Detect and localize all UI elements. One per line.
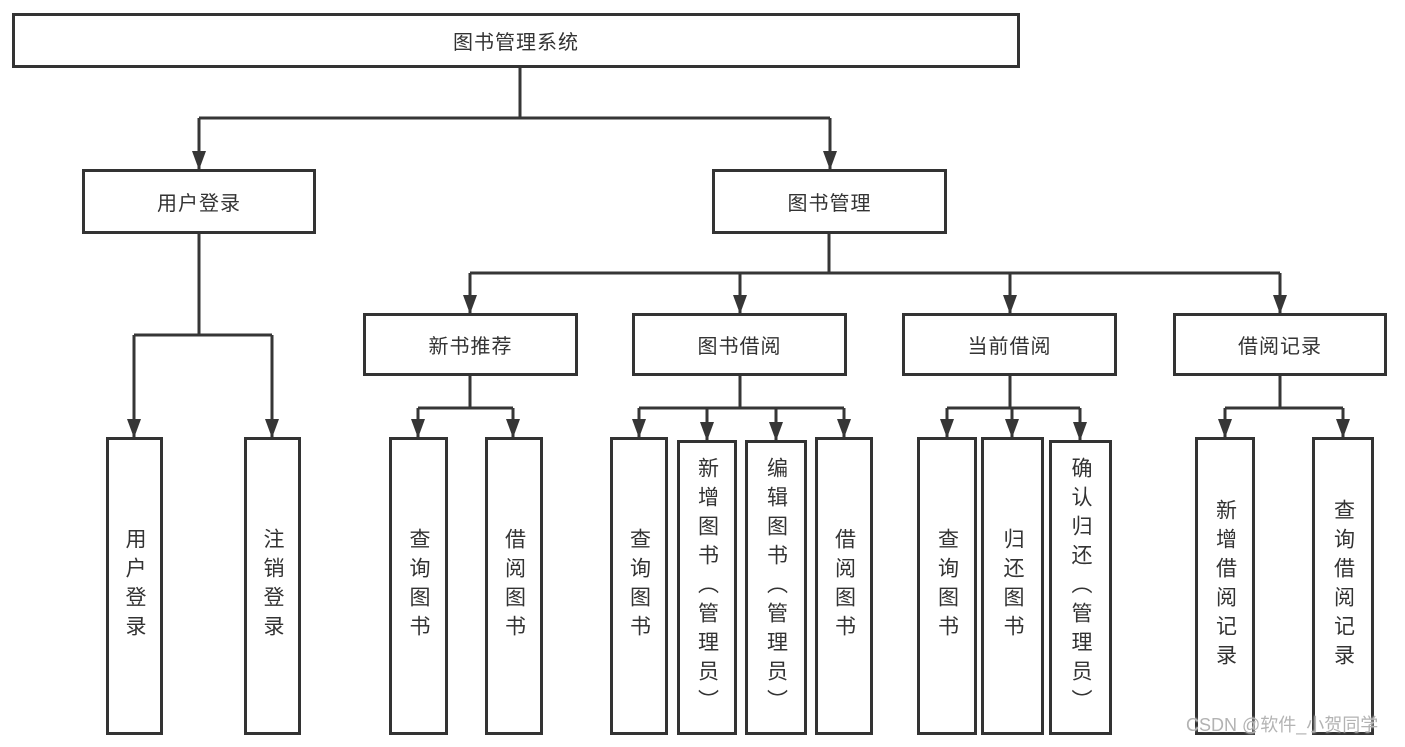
node-current-borrowing: 当前借阅 (902, 313, 1117, 376)
leaf-logout: 注销登录 (244, 437, 301, 735)
node-new-book-recommendation: 新书推荐 (363, 313, 578, 376)
node-library-management-system: 图书管理系统 (12, 13, 1020, 68)
leaf-borrow-books-recommend: 借阅图书 (485, 437, 543, 735)
leaf-query-borrow-record: 查询借阅记录 (1312, 437, 1374, 735)
node-book-borrowing: 图书借阅 (632, 313, 847, 376)
watermark-csdn: CSDN @软件_小贺同学 (1186, 715, 1379, 735)
leaf-return-books: 归还图书 (981, 437, 1044, 735)
node-user-login: 用户登录 (82, 169, 316, 234)
leaf-edit-books-admin: 编辑图书（管理员） (745, 440, 807, 735)
leaf-add-borrow-record: 新增借阅记录 (1195, 437, 1255, 735)
node-book-management: 图书管理 (712, 169, 947, 234)
leaf-query-books-current: 查询图书 (917, 437, 977, 735)
leaf-query-books-borrowing: 查询图书 (610, 437, 668, 735)
leaf-query-books-recommend: 查询图书 (389, 437, 448, 735)
leaf-user-login: 用户登录 (106, 437, 163, 735)
leaf-add-books-admin: 新增图书（管理员） (677, 440, 737, 735)
leaf-confirm-return-admin: 确认归还（管理员） (1049, 440, 1112, 735)
node-borrowing-records: 借阅记录 (1173, 313, 1387, 376)
leaf-borrow-books-borrowing: 借阅图书 (815, 437, 873, 735)
